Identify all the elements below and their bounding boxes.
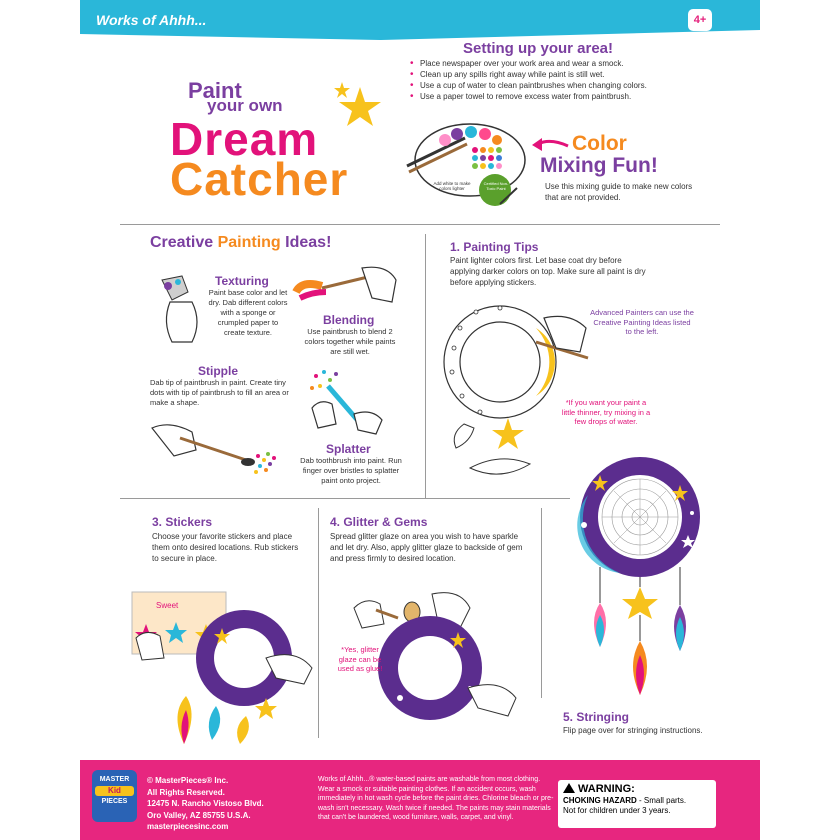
- stars-icon: [334, 82, 381, 126]
- thinner-note: *If you want your paint a little thinner…: [561, 398, 651, 426]
- warning-icon: [563, 783, 575, 793]
- list-item: Place newspaper over your work area and …: [410, 58, 710, 69]
- divider-line: [120, 224, 720, 225]
- divider-line: [425, 234, 426, 498]
- tips-heading: 1. Painting Tips: [450, 240, 539, 254]
- mixing-title-fun: Mixing Fun!: [540, 154, 658, 177]
- logo-text: Kid: [95, 786, 134, 796]
- warning-hazard: CHOKING HAZARD: [563, 796, 637, 805]
- setup-title: Setting up your area!: [463, 40, 614, 57]
- tips-text: Paint lighter colors first. Let base coa…: [450, 256, 646, 287]
- logo-text: PIECES: [101, 798, 128, 805]
- palette-illustration: [406, 123, 526, 206]
- logo-text: MASTER: [99, 776, 130, 783]
- title-your-own: your own: [207, 96, 283, 115]
- washable-disclaimer: Works of Ahhh...® water-based paints are…: [318, 776, 554, 821]
- list-item: Use a cup of water to clean paintbrushes…: [410, 80, 710, 91]
- divider-line: [318, 508, 319, 738]
- address-line: All Rights Reserved.: [147, 787, 225, 797]
- palette-note: Add white to make colors lighter: [433, 181, 471, 191]
- mixing-description: Use this mixing guide to make new colors…: [545, 182, 693, 202]
- glitter-note: *Yes, glitter glaze can be used as glue!: [337, 645, 383, 673]
- company-address: © MasterPieces® Inc. All Rights Reserved…: [147, 775, 317, 833]
- blending-text: Use paintbrush to blend 2 colors togethe…: [304, 327, 396, 356]
- setup-list: Place newspaper over your work area and …: [410, 58, 710, 102]
- ideas-title-part: Ideas!: [280, 234, 332, 251]
- title-catcher: Catcher: [170, 153, 349, 205]
- banner-shape: [80, 0, 760, 40]
- ideas-title-part: Painting: [217, 234, 281, 251]
- stipple-heading: Stipple: [198, 364, 239, 378]
- stickers-illustration: Sweet: [131, 591, 313, 744]
- choking-warning: WARNING: CHOKING HAZARD - Small parts. N…: [558, 780, 716, 828]
- stringing-text: Flip page over for stringing instruction…: [563, 726, 703, 735]
- dream-catcher-illustration: [577, 457, 700, 695]
- warning-title: WARNING:: [578, 783, 635, 795]
- glitter-heading: 4. Glitter & Gems: [330, 515, 428, 529]
- stickers-heading: 3. Stickers: [152, 515, 213, 529]
- list-item: Use a paper towel to remove excess water…: [410, 91, 710, 102]
- divider-line: [120, 498, 570, 499]
- mixing-title-color: Color: [572, 132, 627, 155]
- ideas-title-part: Creative: [150, 234, 218, 251]
- divider-line: [541, 508, 542, 698]
- glitter-illustration: [353, 592, 517, 720]
- arrow-left-icon: [532, 138, 569, 151]
- address-line: 12475 N. Rancho Vistoso Blvd.: [147, 799, 264, 808]
- svg-text:Sweet: Sweet: [156, 601, 179, 610]
- header-banner: [80, 0, 760, 40]
- age-badge: 4+: [688, 9, 712, 31]
- toothbrush-hand-illustration: [310, 370, 383, 435]
- splatter-heading: Splatter: [326, 442, 371, 456]
- texturing-text: Paint base color and let dry. Dab differ…: [208, 288, 288, 337]
- brand-logo: Works of Ahhh...: [96, 12, 207, 28]
- blending-brush-illustration: [292, 266, 397, 303]
- warning-text: Not for children under 3 years.: [563, 806, 671, 815]
- splatter-text: Dab toothbrush into paint. Run finger ov…: [300, 456, 402, 485]
- title-paint: Paint: [188, 78, 242, 103]
- stickers-text: Choose your favorite stickers and place …: [152, 532, 299, 563]
- ring-painting-illustration: [443, 305, 589, 475]
- warning-text: - Small parts.: [636, 796, 687, 805]
- advanced-note: Advanced Painters can use the Creative P…: [590, 308, 694, 336]
- stringing-heading: 5. Stringing: [563, 710, 629, 724]
- glitter-text: Spread glitter glaze on area you wish to…: [330, 532, 523, 563]
- address-line: Oro Valley, AZ 85755 U.S.A.: [147, 810, 251, 820]
- list-item: Clean up any spills right away while pai…: [410, 69, 710, 80]
- stipple-brush-illustration: [151, 424, 276, 474]
- title-dream: Dream: [170, 113, 319, 165]
- stipple-text: Dab tip of paintbrush in paint. Create t…: [150, 378, 289, 407]
- ideas-title: Creative Painting Ideas!: [150, 234, 331, 252]
- sponge-hand-illustration: [161, 275, 198, 343]
- website-link[interactable]: masterpiecesinc.com: [147, 822, 229, 831]
- address-line: © MasterPieces® Inc.: [147, 776, 229, 785]
- masterpieces-logo: MASTER Kid PIECES: [92, 770, 137, 822]
- non-toxic-seal: Certified Non-Toxic Paint: [483, 181, 509, 191]
- texturing-heading: Texturing: [215, 274, 269, 288]
- blending-heading: Blending: [323, 313, 375, 327]
